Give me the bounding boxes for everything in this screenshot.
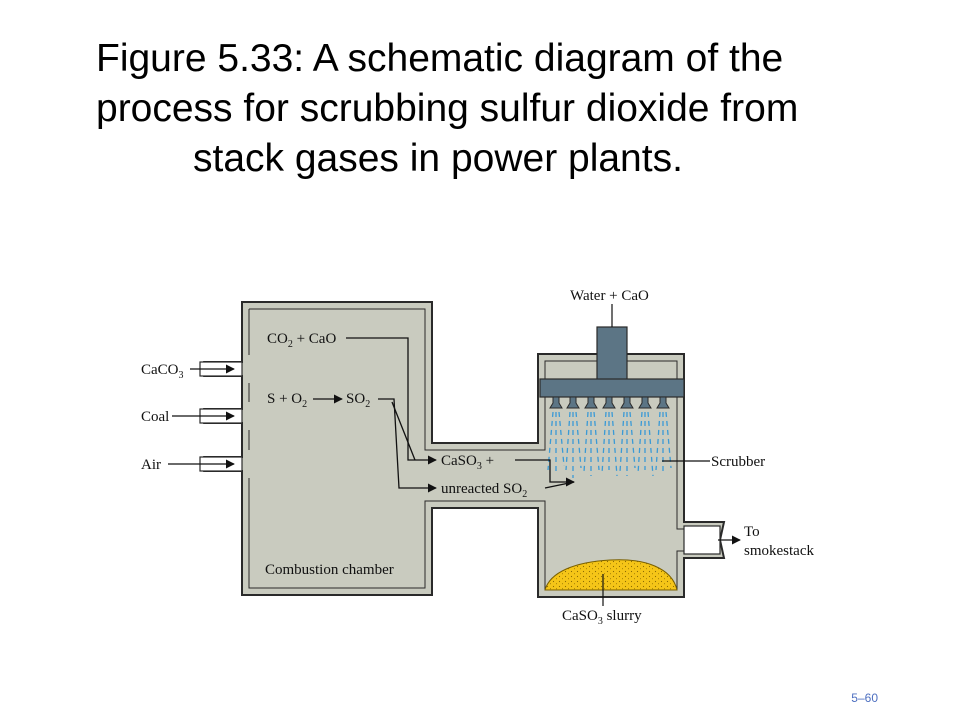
smokestack-label: smokestack [744,543,814,559]
caso3-slurry-label: CaSO3 slurry [562,608,642,627]
title-line-2: process for scrubbing sulfur dioxide fro… [96,87,799,130]
unreacted-so2-label: unreacted SO2 [441,481,527,500]
vessel-inner-wall [248,308,716,591]
combustion-chamber-label: Combustion chamber [265,562,394,578]
water-cao-label: Water + CaO [570,288,649,304]
coal-label: Coal [141,409,169,425]
co2-cao-label: CO2 + CaO [267,331,336,350]
s-o2-label: S + O2 [267,391,307,410]
so2-flow [378,398,437,493]
to-label: To [744,524,760,540]
figure-title: Figure 5.33: A schematic diagram of the … [0,34,960,184]
feed-pipe [596,326,628,382]
scrubber-label: Scrubber [711,454,765,470]
spray-nozzles [549,396,670,409]
caso3-product-label: CaSO3 + [441,453,494,472]
to-scrubber-flow [515,459,575,487]
caso3-slurry-mound [544,559,678,591]
air-label: Air [141,457,161,473]
title-line-3: stack gases in power plants. [193,137,683,180]
nozzle-header [539,378,685,398]
smokestack-outlet [683,525,721,555]
title-line-1: Figure 5.33: A schematic diagram of the [96,37,784,80]
water-spray [547,411,672,478]
unreacted-to-scrubber [544,481,575,489]
so2-label: SO2 [346,391,370,410]
caco3-label: CaCO3 [141,362,184,381]
so2-branch [391,401,416,461]
page-number: 5–60 [851,691,878,705]
co2-cao-flow [346,337,437,465]
